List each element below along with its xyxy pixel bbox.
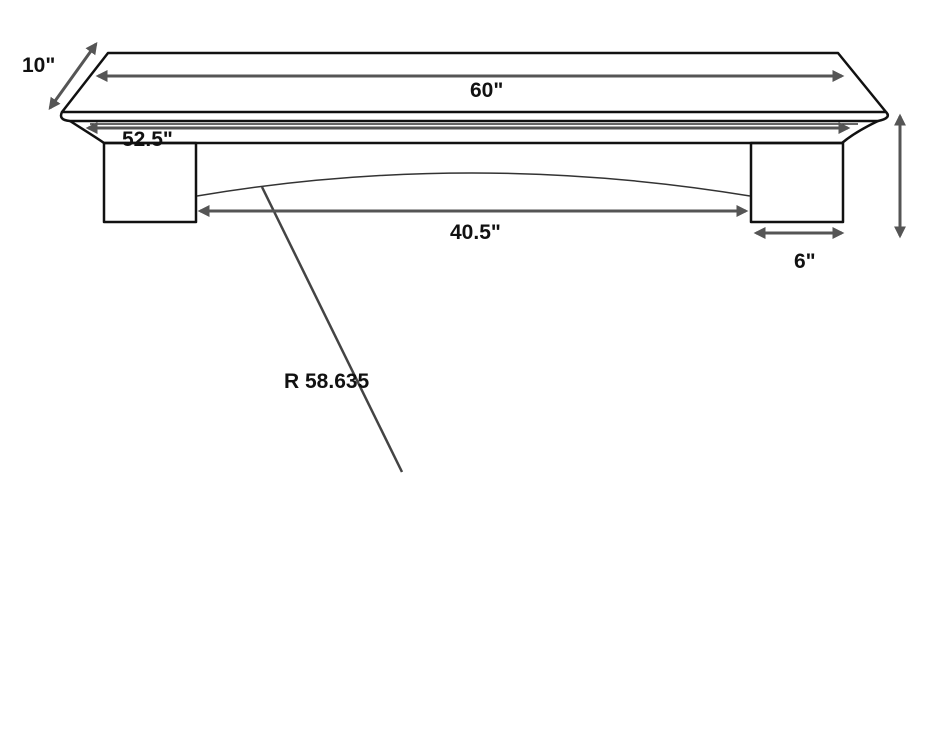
top-width-label: 60" — [470, 79, 503, 102]
radius-leader — [260, 186, 404, 473]
corbel-width-label: 6" — [794, 250, 816, 273]
crown-molding — [69, 119, 879, 145]
depth-label: 10" — [22, 54, 55, 77]
right-corbel — [749, 141, 845, 224]
arch-radius-label: R 58.635 — [284, 370, 370, 393]
left-corbel — [102, 141, 198, 224]
lower-width-label: 52.5" — [122, 128, 173, 151]
arch-curve — [196, 172, 751, 197]
arch-span-label: 40.5" — [450, 221, 501, 244]
depth-dimension-line — [48, 42, 98, 110]
